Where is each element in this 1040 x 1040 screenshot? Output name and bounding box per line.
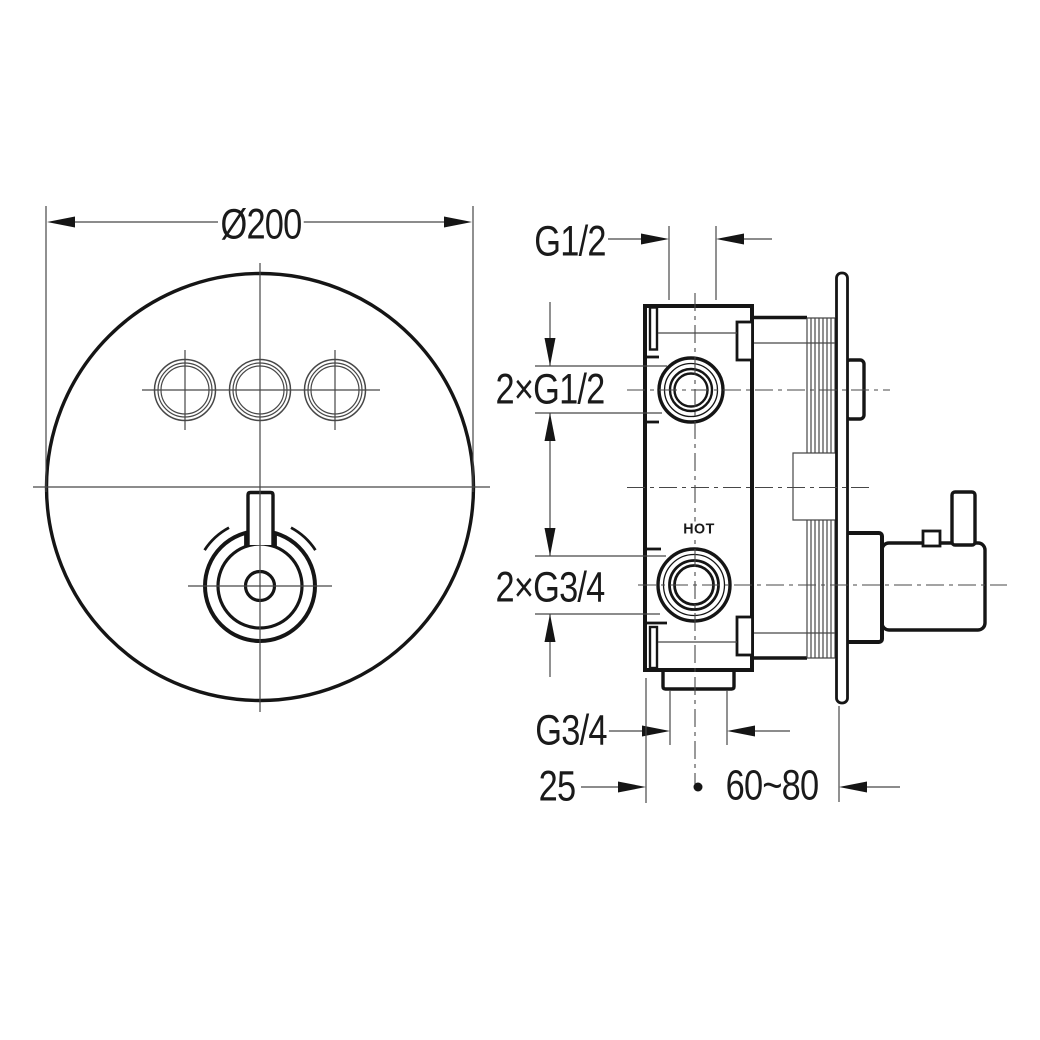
stem-screw — [921, 529, 942, 548]
label-bottom-outlet-thread: G3/4 — [532, 709, 610, 753]
dimension-bottom-outlet — [608, 690, 790, 745]
stop-valve-assembly — [844, 490, 987, 644]
arrow-right — [444, 216, 472, 228]
side-view-valve-section — [535, 226, 1007, 803]
label-top-port-thread: G1/2 — [531, 220, 609, 264]
label-upper-ports-thread: 2×G1/2 — [493, 368, 607, 412]
bottom-outlet-stub — [661, 670, 736, 691]
body-notch-bottom-left — [648, 625, 659, 670]
front-view-trim-plate — [33, 206, 490, 712]
dimension-lower-ports — [535, 528, 666, 677]
threaded-back-section — [752, 315, 836, 660]
label-lower-ports-thread: 2×G3/4 — [493, 566, 607, 610]
dimension-origin-dot — [693, 782, 703, 792]
valve-housing — [880, 541, 987, 632]
rotation-arc-left — [203, 526, 230, 551]
dimension-plate-diameter — [45, 206, 474, 492]
label-plate-diameter: Ø200 — [218, 203, 304, 247]
body-notch-top-left — [648, 306, 659, 351]
side-view-centerlines — [627, 293, 1007, 787]
body-clip-top-right — [735, 320, 754, 362]
thread-lines — [806, 318, 836, 658]
center-collar — [792, 452, 836, 521]
label-mounting-depth-range: 60~80 — [723, 764, 821, 808]
valve-body — [643, 304, 754, 691]
rotation-arc-right — [290, 526, 317, 551]
valve-flange — [844, 531, 884, 644]
dimension-top-port — [608, 226, 772, 300]
label-hot-marking: HOT — [681, 520, 717, 538]
front-view-centerlines — [33, 263, 490, 712]
valve-stem — [950, 490, 977, 547]
label-center-to-face: 25 — [536, 765, 578, 809]
dimension-depth — [581, 678, 900, 803]
body-clip-bottom-right — [735, 615, 754, 657]
arrow-left — [47, 216, 75, 228]
